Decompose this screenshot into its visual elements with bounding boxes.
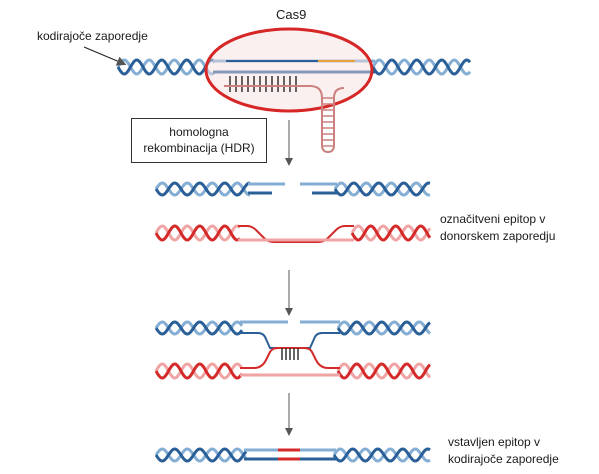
dna-helix-icon bbox=[116, 58, 217, 76]
cut-dna bbox=[154, 181, 431, 197]
result-label-line1: vstavljen epitop v bbox=[448, 435, 541, 449]
edited-dna bbox=[154, 447, 431, 463]
guide-rna-hairpin-icon bbox=[224, 60, 355, 154]
dna-helix-icon bbox=[154, 181, 251, 197]
dna-helix-icon bbox=[333, 181, 431, 197]
cas9-label: Cas9 bbox=[276, 7, 307, 22]
result-label-line2: kodirajoče zaporedje bbox=[448, 452, 559, 466]
cas9-complex-icon bbox=[204, 27, 374, 113]
dna-helix-icon bbox=[154, 224, 242, 242]
dna-helix-icon bbox=[336, 362, 432, 380]
dna-helix-icon bbox=[154, 362, 244, 380]
donor-label-line1: označitveni epitop v bbox=[440, 212, 546, 226]
pointer-arrow-icon bbox=[83, 46, 127, 66]
donor-label: označitveni epitop v donorskem zaporedju bbox=[440, 211, 555, 245]
dna-helix-icon bbox=[154, 320, 244, 336]
hdr-box: homologna rekombinacija (HDR) bbox=[131, 118, 267, 163]
dna-helix-icon bbox=[154, 447, 248, 463]
strand-invasion bbox=[154, 320, 432, 380]
dna-helix-icon bbox=[332, 447, 431, 463]
donor-label-line2: donorskem zaporedju bbox=[440, 229, 556, 243]
hdr-label-line2: rekombinacija (HDR) bbox=[143, 141, 255, 155]
donor-dna bbox=[154, 224, 432, 243]
dna-helix-icon bbox=[371, 58, 472, 76]
hdr-label-line1: homologna bbox=[169, 125, 229, 139]
dna-helix-icon bbox=[350, 224, 432, 242]
result-label: vstavljen epitop v kodirajoče zaporedje bbox=[448, 434, 559, 468]
dna-helix-icon bbox=[336, 320, 431, 336]
coding-sequence-label: kodirajoče zaporedje bbox=[37, 29, 148, 43]
